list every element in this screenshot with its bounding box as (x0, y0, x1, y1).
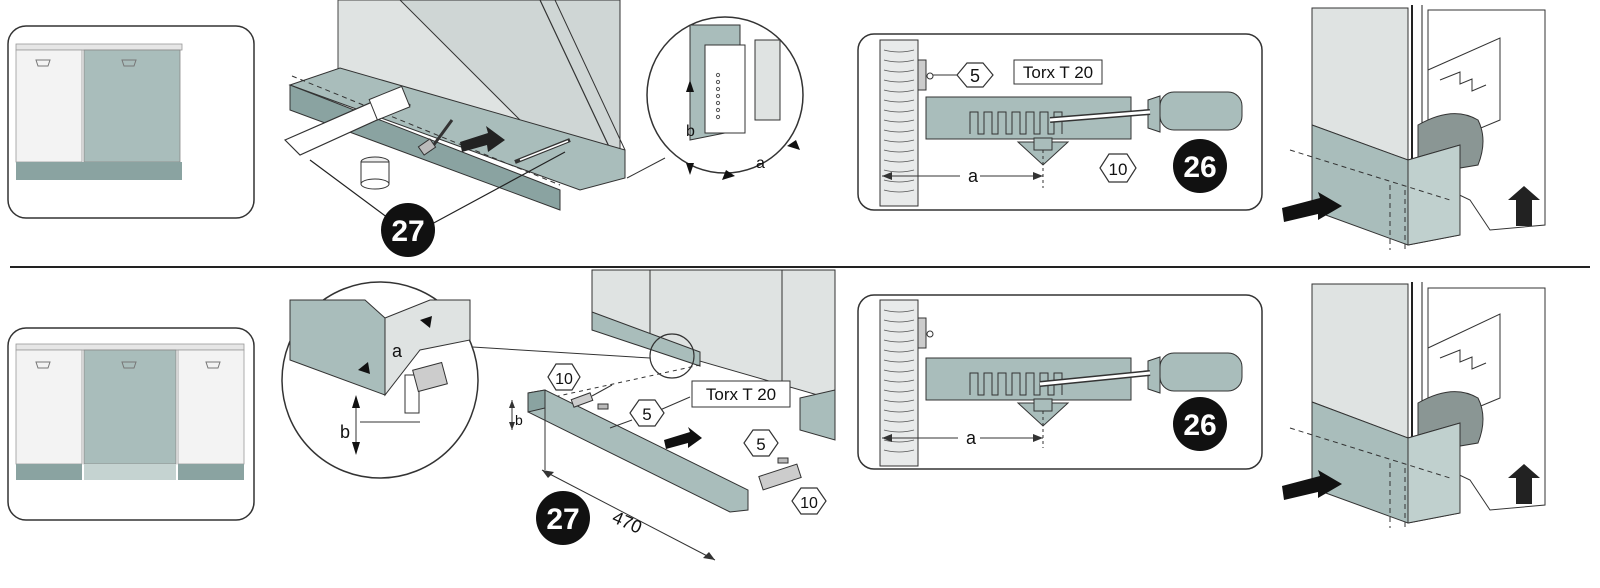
svg-text:470: 470 (609, 507, 645, 537)
svg-text:26: 26 (1183, 151, 1216, 184)
svg-text:5: 5 (756, 435, 765, 454)
step-badge-27-top: 27 (381, 203, 435, 257)
svg-text:27: 27 (391, 215, 424, 248)
hex-5-right: 5 (743, 429, 779, 457)
step-badge-27-bottom: 27 (536, 491, 590, 545)
svg-text:5: 5 (970, 66, 980, 86)
svg-text:Torx T 20: Torx T 20 (1023, 63, 1093, 82)
svg-text:Torx T 20: Torx T 20 (706, 385, 776, 404)
step-badge-26-bottom: 26 (1173, 397, 1227, 451)
svg-text:10: 10 (1109, 160, 1128, 179)
cut-plinth-scene (283, 0, 626, 226)
svg-text:b: b (340, 422, 350, 442)
push-in-scene-top (1282, 5, 1546, 250)
hex-10-right: 10 (791, 487, 827, 515)
plinth-fitting-scene: b 470 (509, 269, 836, 561)
kitchen-overview-top (7, 25, 255, 219)
svg-text:5: 5 (642, 405, 651, 424)
svg-text:a: a (966, 428, 977, 448)
push-in-scene-bottom (1282, 282, 1546, 528)
svg-text:a: a (392, 341, 403, 361)
detail-magnifier-bottom: a b (281, 281, 651, 479)
bracket-adjust-panel-bottom: a (857, 294, 1263, 470)
svg-text:10: 10 (800, 495, 818, 512)
svg-text:b: b (686, 123, 695, 140)
bracket-adjust-panel-top: a 5 Torx T 20 10 (857, 33, 1263, 211)
svg-text:a: a (968, 166, 979, 186)
svg-text:27: 27 (546, 503, 579, 536)
tool-label-bottom: Torx T 20 (691, 380, 791, 408)
hex-5-mid: 5 (629, 399, 665, 427)
svg-text:a: a (756, 155, 765, 172)
kitchen-overview-bottom (7, 327, 255, 521)
detail-magnifier-top: b a (626, 16, 804, 180)
svg-text:10: 10 (555, 371, 573, 388)
hex-10-top-bottomrow: 10 (547, 363, 581, 391)
svg-text:b: b (515, 412, 523, 428)
step-badge-26-top: 26 (1173, 139, 1227, 193)
svg-text:26: 26 (1183, 409, 1216, 442)
